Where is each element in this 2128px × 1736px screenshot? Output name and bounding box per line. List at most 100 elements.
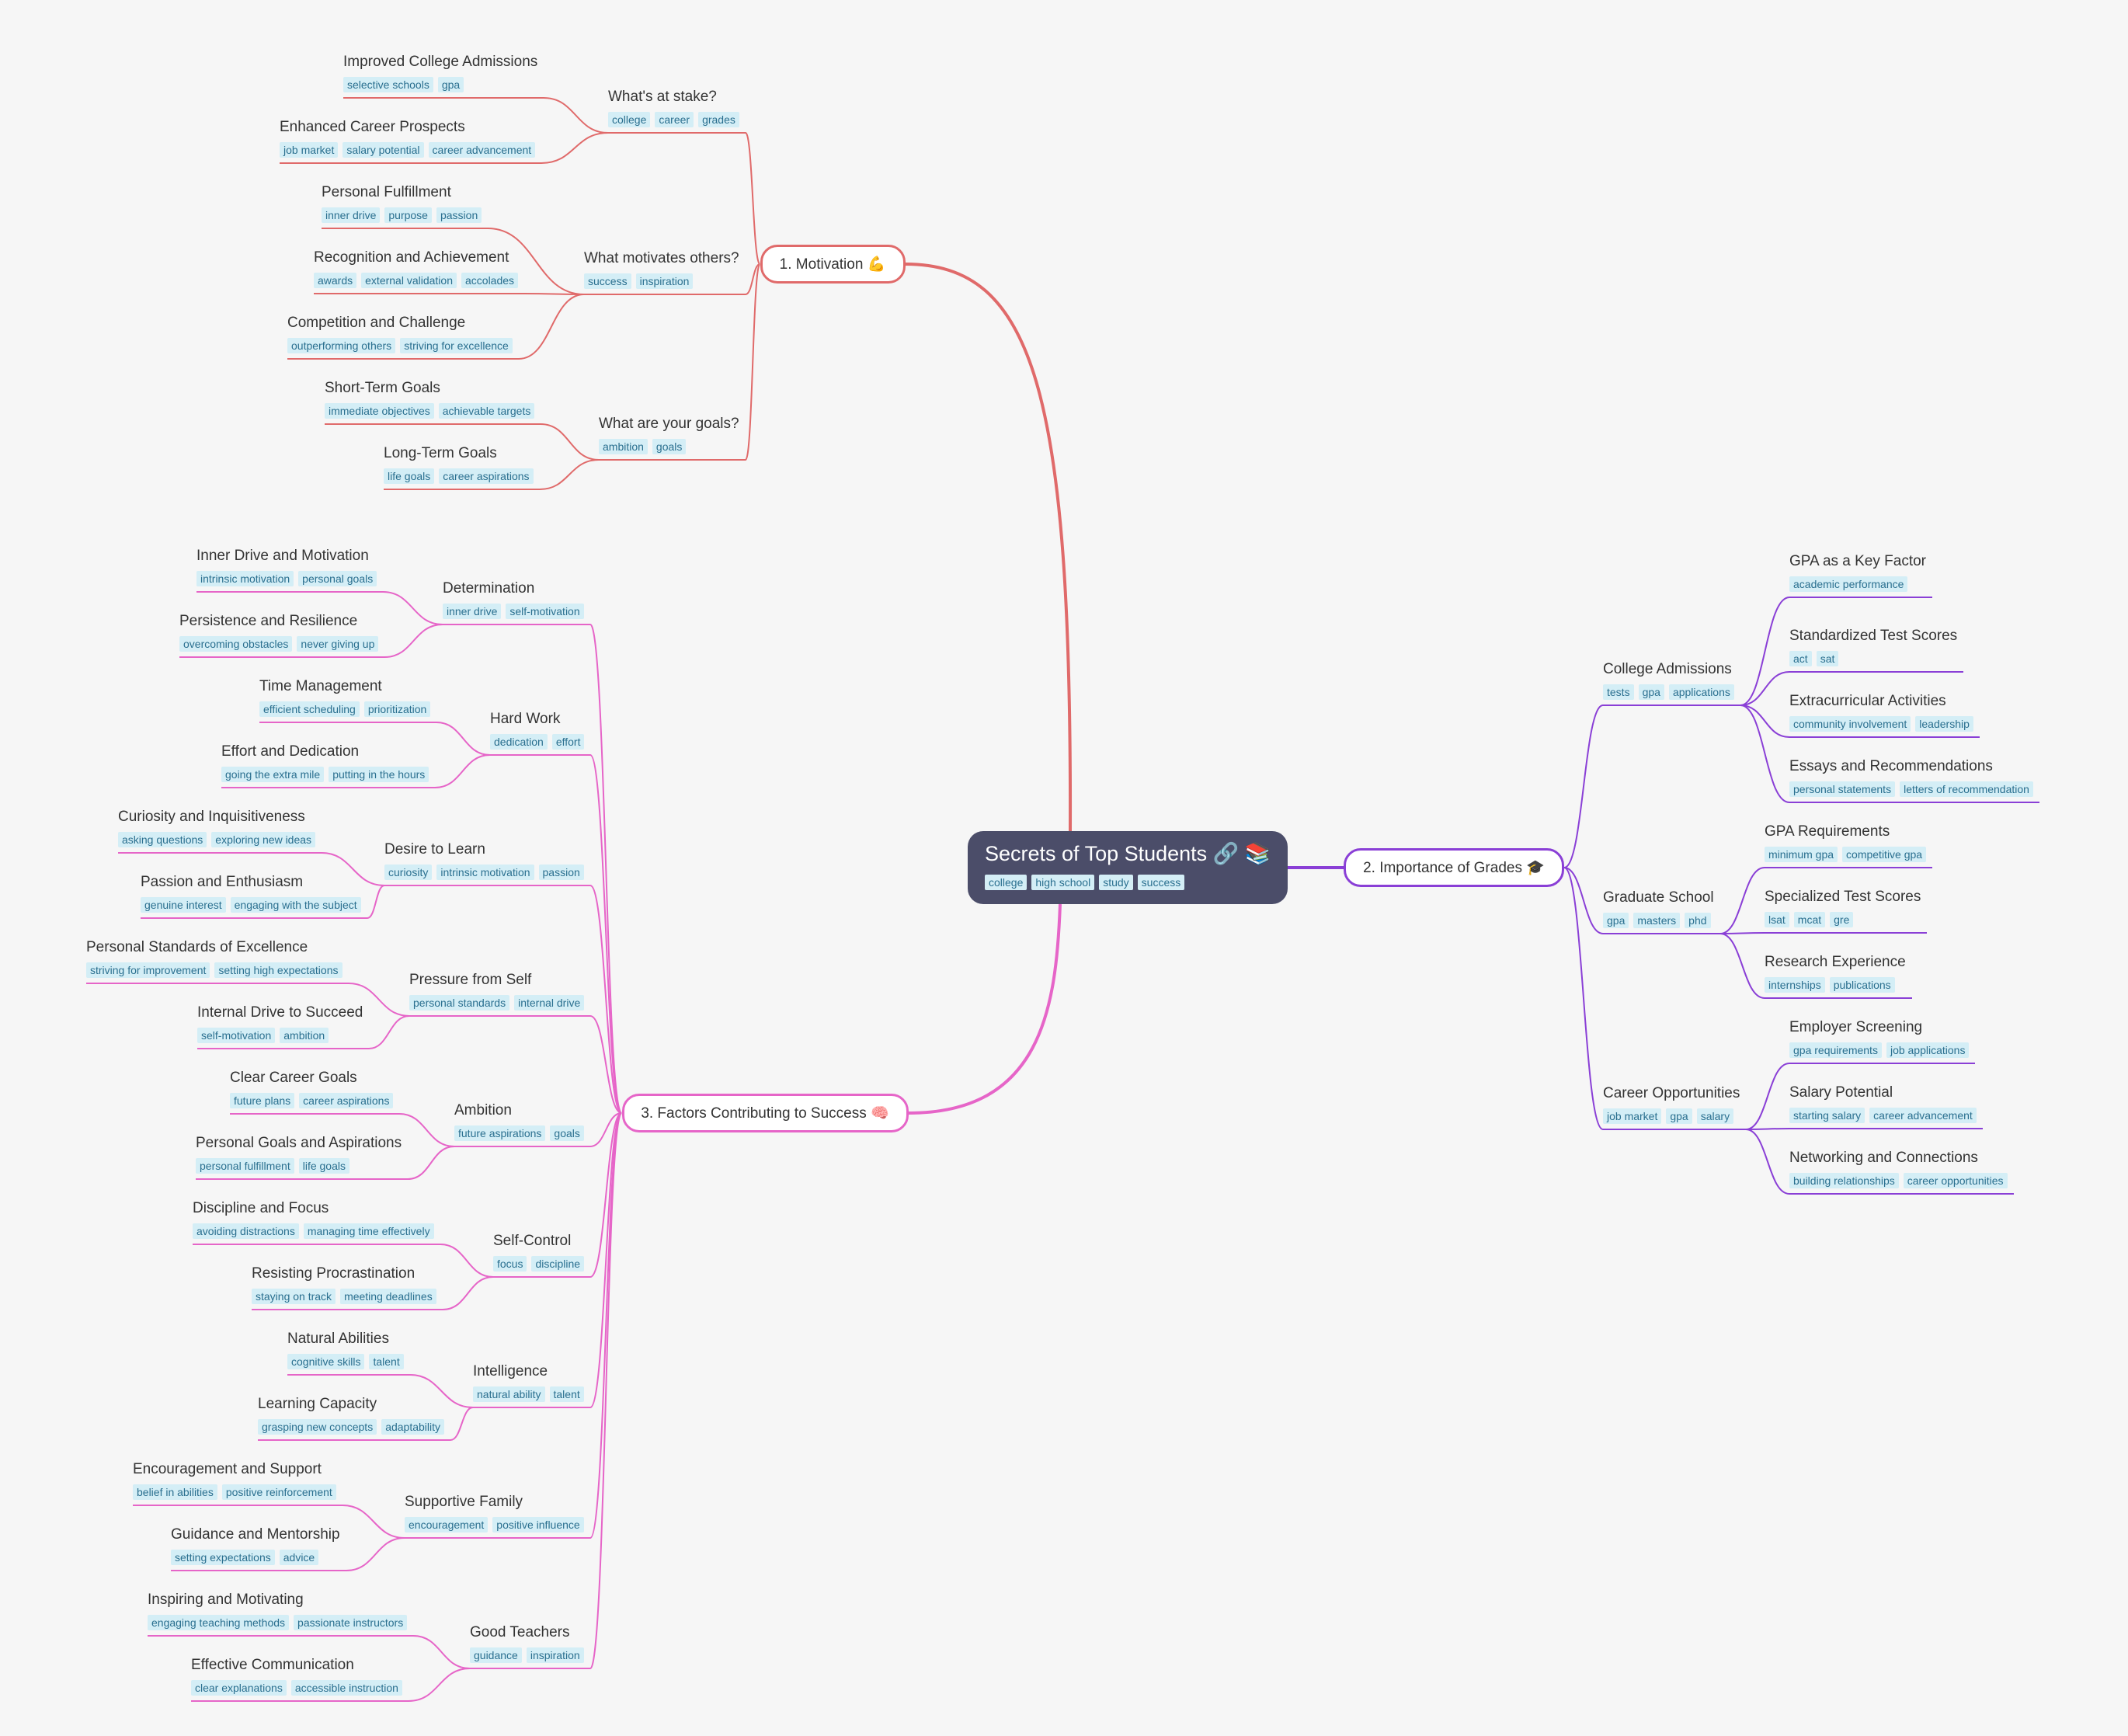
tag-community-involvement[interactable]: community involvement xyxy=(1789,716,1911,732)
tag-going-the-extra-mile[interactable]: going the extra mile xyxy=(221,767,325,782)
tag-personal-standards[interactable]: personal standards xyxy=(409,995,510,1011)
tag-prioritization[interactable]: prioritization xyxy=(363,701,431,717)
tag-striving-for-excellence[interactable]: striving for excellence xyxy=(400,338,513,353)
tag-striving-for-improvement[interactable]: striving for improvement xyxy=(86,962,210,978)
tag-career-advancement[interactable]: career advancement xyxy=(428,142,536,158)
tag-gre[interactable]: gre xyxy=(1830,912,1854,927)
tag-cognitive-skills[interactable]: cognitive skills xyxy=(287,1354,365,1369)
tag-belief-in-abilities[interactable]: belief in abilities xyxy=(133,1484,217,1500)
tag-gpa[interactable]: gpa xyxy=(1638,684,1664,700)
tag-achievable-targets[interactable]: achievable targets xyxy=(438,403,535,419)
tag-advice[interactable]: advice xyxy=(279,1550,319,1565)
tag-study[interactable]: study xyxy=(1099,875,1133,890)
tag-passionate-instructors[interactable]: passionate instructors xyxy=(294,1615,408,1630)
tag-putting-in-the-hours[interactable]: putting in the hours xyxy=(329,767,429,782)
tag-ambition[interactable]: ambition xyxy=(280,1028,329,1043)
tag-grasping-new-concepts[interactable]: grasping new concepts xyxy=(258,1419,377,1435)
tag-career-opportunities[interactable]: career opportunities xyxy=(1903,1173,2008,1188)
tag-academic-performance[interactable]: academic performance xyxy=(1789,576,1908,592)
tag-act[interactable]: act xyxy=(1789,651,1812,666)
tag-life-goals[interactable]: life goals xyxy=(384,468,435,484)
tag-salary-potential[interactable]: salary potential xyxy=(342,142,424,158)
tag-accessible-instruction[interactable]: accessible instruction xyxy=(290,1680,402,1696)
tag-external-validation[interactable]: external validation xyxy=(361,273,457,288)
tag-starting-salary[interactable]: starting salary xyxy=(1789,1108,1865,1123)
tag-efficient-scheduling[interactable]: efficient scheduling xyxy=(259,701,360,717)
tag-selective-schools[interactable]: selective schools xyxy=(343,77,433,92)
tag-self-motivation[interactable]: self-motivation xyxy=(197,1028,276,1043)
tag-passion[interactable]: passion xyxy=(436,207,482,223)
tag-minimum-gpa[interactable]: minimum gpa xyxy=(1765,847,1838,862)
tag-mcat[interactable]: mcat xyxy=(1793,912,1826,927)
tag-managing-time-effectively[interactable]: managing time effectively xyxy=(303,1223,434,1239)
tag-career-aspirations[interactable]: career aspirations xyxy=(299,1093,394,1108)
branch-motivation[interactable]: 1. Motivation 💪 xyxy=(760,245,906,284)
tag-positive-influence[interactable]: positive influence xyxy=(492,1517,584,1532)
tag-publications[interactable]: publications xyxy=(1829,977,1895,993)
tag-goals[interactable]: goals xyxy=(652,439,687,454)
tag-inspiration[interactable]: inspiration xyxy=(526,1647,584,1663)
tag-clear-explanations[interactable]: clear explanations xyxy=(191,1680,287,1696)
branch-grades[interactable]: 2. Importance of Grades 🎓 xyxy=(1344,848,1564,887)
tag-leadership[interactable]: leadership xyxy=(1915,716,1973,732)
tag-internal-drive[interactable]: internal drive xyxy=(514,995,585,1011)
tag-immediate-objectives[interactable]: immediate objectives xyxy=(325,403,434,419)
tag-accolades[interactable]: accolades xyxy=(461,273,519,288)
tag-masters[interactable]: masters xyxy=(1633,913,1681,928)
tag-grades[interactable]: grades xyxy=(698,112,739,127)
tag-lsat[interactable]: lsat xyxy=(1765,912,1789,927)
tag-inspiration[interactable]: inspiration xyxy=(635,273,694,289)
tag-staying-on-track[interactable]: staying on track xyxy=(252,1289,336,1304)
tag-genuine-interest[interactable]: genuine interest xyxy=(141,897,226,913)
tag-exploring-new-ideas[interactable]: exploring new ideas xyxy=(211,832,316,847)
tag-letters-of-recommendation[interactable]: letters of recommendation xyxy=(1900,781,2033,797)
tag-sat[interactable]: sat xyxy=(1816,651,1839,666)
tag-future-plans[interactable]: future plans xyxy=(230,1093,295,1108)
tag-job-market[interactable]: job market xyxy=(1603,1108,1662,1124)
tag-career[interactable]: career xyxy=(655,112,694,127)
tag-competitive-gpa[interactable]: competitive gpa xyxy=(1842,847,1927,862)
tag-personal-fulfillment[interactable]: personal fulfillment xyxy=(196,1158,294,1174)
tag-job-market[interactable]: job market xyxy=(280,142,339,158)
tag-future-aspirations[interactable]: future aspirations xyxy=(454,1125,546,1141)
tag-gpa[interactable]: gpa xyxy=(1666,1108,1692,1124)
tag-adaptability[interactable]: adaptability xyxy=(381,1419,445,1435)
tag-personal-statements[interactable]: personal statements xyxy=(1789,781,1896,797)
tag-natural-ability[interactable]: natural ability xyxy=(473,1386,545,1402)
tag-inner-drive[interactable]: inner drive xyxy=(443,604,502,619)
tag-passion[interactable]: passion xyxy=(538,865,584,880)
tag-job-applications[interactable]: job applications xyxy=(1886,1042,1970,1058)
